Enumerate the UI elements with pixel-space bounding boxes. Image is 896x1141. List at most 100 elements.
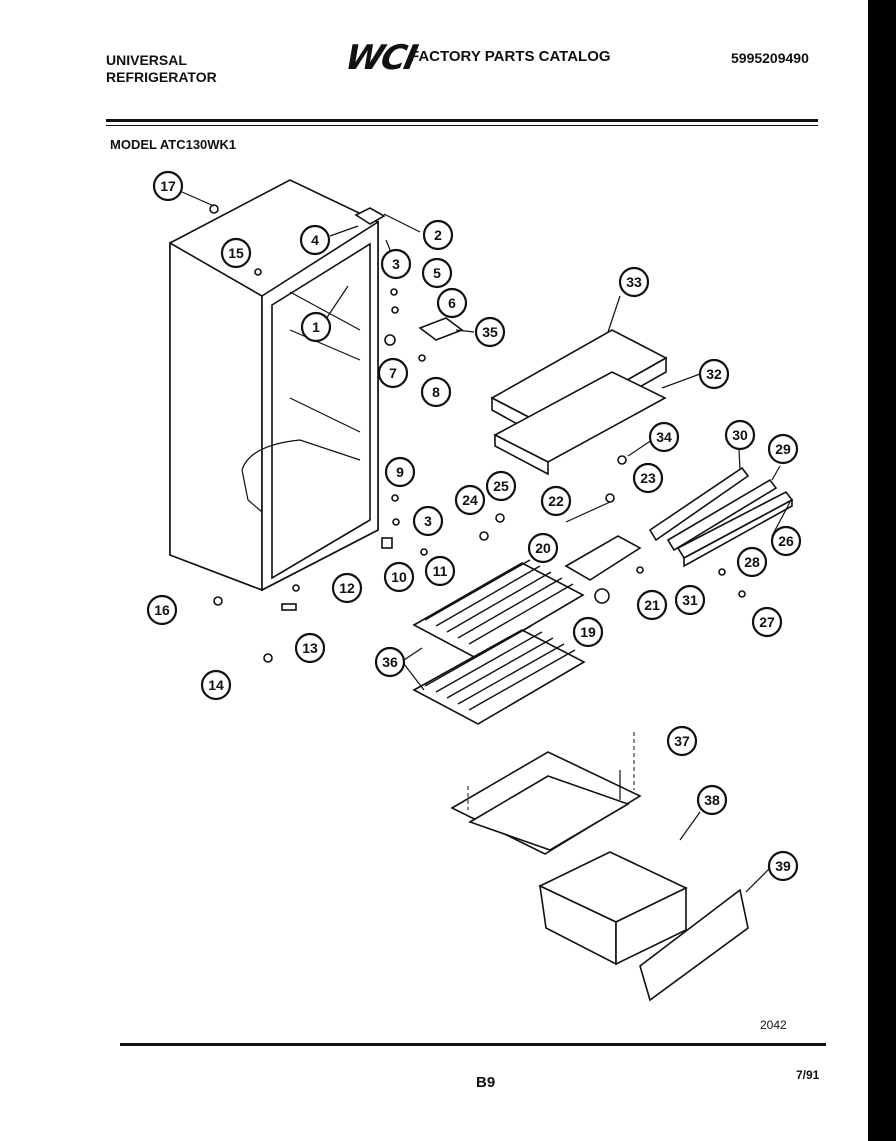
callout-26: 26 [770, 525, 802, 557]
callout-4: 4 [299, 224, 331, 256]
callout-label: 31 [682, 592, 698, 608]
callout-label: 24 [462, 492, 478, 508]
crisper-drawers [450, 732, 749, 1002]
callout-1: 1 [300, 311, 332, 343]
header-rule-top [106, 119, 818, 122]
callout-label: 38 [704, 792, 720, 808]
callout-label: 19 [580, 624, 596, 640]
callout-16: 16 [146, 594, 178, 626]
callout-label: 30 [732, 427, 748, 443]
callout-8: 8 [420, 376, 452, 408]
callout-22: 22 [540, 485, 572, 517]
callout-label: 12 [339, 580, 355, 596]
callout-38: 38 [696, 784, 728, 816]
callout-24: 24 [454, 484, 486, 516]
header-rule-bottom [106, 125, 818, 126]
callout-12: 12 [331, 572, 363, 604]
callout-35: 35 [474, 316, 506, 348]
page-number: B9 [476, 1074, 496, 1091]
callout-30: 30 [724, 419, 756, 451]
revision-date: 7/91 [796, 1068, 820, 1082]
callout-label: 35 [482, 324, 498, 340]
callout-label: 13 [302, 640, 318, 656]
catalog-number: 5995209490 [731, 50, 809, 66]
brand-block: UNIVERSAL REFRIGERATOR [106, 52, 217, 86]
callout-label: 28 [744, 554, 760, 570]
callout-label: 3 [424, 513, 432, 529]
footer-rule [120, 1043, 826, 1046]
callout-31: 31 [674, 584, 706, 616]
callout-label: 25 [493, 478, 509, 494]
callout-label: 17 [160, 178, 176, 194]
callout-label: 37 [674, 733, 690, 749]
callout-20: 20 [527, 532, 559, 564]
callout-39: 39 [767, 850, 799, 882]
callout-label: 21 [644, 597, 660, 613]
drawer-rails [648, 466, 794, 568]
callout-2: 2 [422, 219, 454, 251]
small-hardware [209, 204, 746, 663]
callout-6: 6 [436, 287, 468, 319]
callout-label: 27 [759, 614, 775, 630]
callout-7: 7 [377, 357, 409, 389]
callout-25: 25 [485, 470, 517, 502]
callout-3a: 3 [380, 248, 412, 280]
callout-label: 2 [434, 227, 442, 243]
callout-9: 9 [384, 456, 416, 488]
cabinet [169, 179, 386, 592]
part-20-bracket [564, 535, 642, 581]
callout-label: 15 [228, 245, 244, 261]
leader-lines [181, 191, 791, 893]
callout-label: 22 [548, 493, 564, 509]
callout-label: 36 [382, 654, 398, 670]
callout-label: 14 [208, 677, 224, 693]
catalog-page: UNIVERSAL REFRIGERATOR WCI FACTORY PARTS… [0, 0, 868, 1141]
callout-label: 26 [778, 533, 794, 549]
callout-29: 29 [767, 433, 799, 465]
callout-36: 36 [374, 646, 406, 678]
callout-label: 39 [775, 858, 791, 874]
catalog-title: FACTORY PARTS CATALOG [410, 48, 611, 65]
callout-15: 15 [220, 237, 252, 269]
callout-label: 3 [392, 256, 400, 272]
callout-3b: 3 [412, 505, 444, 537]
callout-label: 5 [433, 265, 441, 281]
callout-label: 10 [391, 569, 407, 585]
callout-label: 7 [389, 365, 397, 381]
callout-37: 37 [666, 725, 698, 757]
callout-13: 13 [294, 632, 326, 664]
scan-edge-marks [0, 272, 8, 402]
callout-32: 32 [698, 358, 730, 390]
crisper-cover [490, 329, 668, 476]
model-label: MODEL ATC130WK1 [110, 137, 237, 152]
callout-label: 34 [656, 429, 672, 445]
wire-shelves [412, 559, 586, 725]
callout-17: 17 [152, 170, 184, 202]
callout-28: 28 [736, 546, 768, 578]
callout-label: 33 [626, 274, 642, 290]
diagram-code: 2042 [760, 1018, 787, 1032]
callout-label: 8 [432, 384, 440, 400]
callout-label: 32 [706, 366, 722, 382]
callout-14: 14 [200, 669, 232, 701]
callout-label: 23 [640, 470, 656, 486]
callout-label: 29 [775, 441, 791, 457]
brand-line-1: UNIVERSAL [106, 52, 187, 68]
callout-33: 33 [618, 266, 650, 298]
brand-line-2: REFRIGERATOR [106, 69, 217, 85]
part-35-tray [418, 317, 464, 341]
callout-label: 1 [312, 319, 320, 335]
callout-10: 10 [383, 561, 415, 593]
callout-11: 11 [424, 555, 456, 587]
callout-label: 6 [448, 295, 456, 311]
callout-5: 5 [421, 257, 453, 289]
callout-label: 9 [396, 464, 404, 480]
callout-label: 16 [154, 602, 170, 618]
callout-21: 21 [636, 589, 668, 621]
callout-27: 27 [751, 606, 783, 638]
callout-label: 20 [535, 540, 551, 556]
callout-19: 19 [572, 616, 604, 648]
callout-34: 34 [648, 421, 680, 453]
callout-23: 23 [632, 462, 664, 494]
exploded-parts-diagram: 17 4 2 15 3 5 6 1 35 7 8 33 32 34 30 29 … [146, 170, 802, 1002]
